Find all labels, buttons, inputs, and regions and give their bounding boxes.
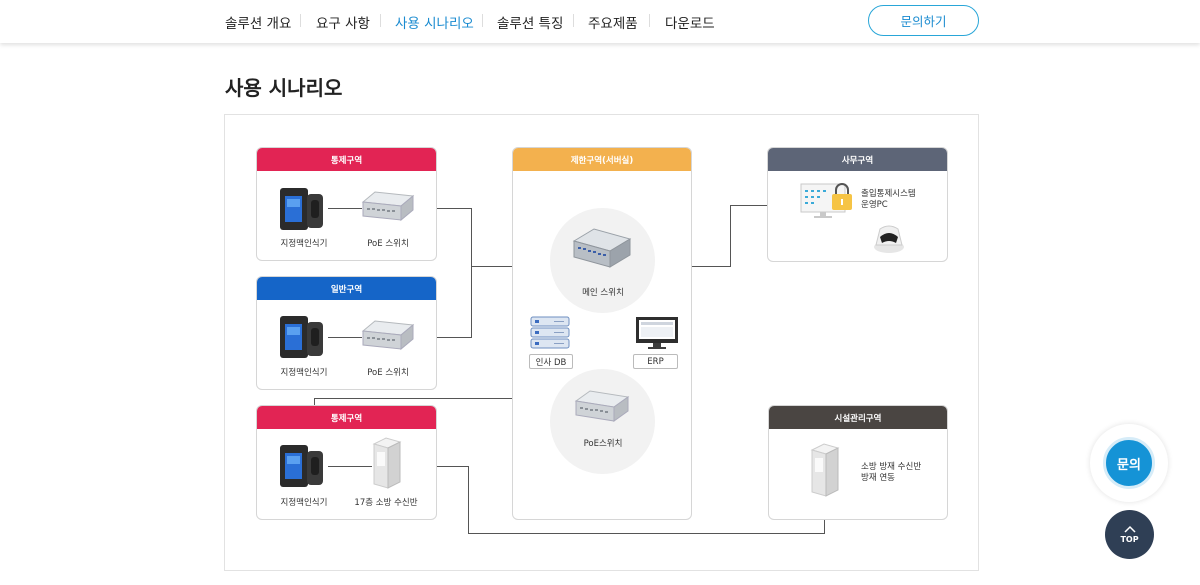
office-pc-label-2: 운영PC bbox=[861, 200, 888, 210]
zone-title: 통제구역 bbox=[257, 406, 436, 429]
nav-item-products[interactable]: 주요제품 bbox=[588, 16, 638, 32]
erp-tag: ERP bbox=[633, 354, 678, 369]
top-navigation: 솔루션 개요 요구 사항 사용 시나리오 솔루션 특징 주요제품 다운로드 문의… bbox=[0, 0, 1200, 43]
zone-general: 일반구역 bbox=[256, 276, 437, 390]
device-label: 메인 스위치 bbox=[582, 288, 624, 298]
connector-line bbox=[328, 466, 372, 467]
facility-label-2: 방재 연동 bbox=[861, 473, 895, 483]
fire-panel-icon bbox=[372, 436, 402, 494]
facility-label-1: 소방 방재 수신반 bbox=[861, 462, 922, 472]
fire-panel-icon bbox=[810, 442, 840, 502]
monitor-icon bbox=[635, 316, 679, 354]
scroll-top-label: TOP bbox=[1120, 535, 1139, 544]
zone-title: 사무구역 bbox=[768, 148, 947, 171]
nav-separator bbox=[573, 14, 574, 27]
device-label: PoE 스위치 bbox=[367, 239, 409, 249]
connector-line bbox=[328, 208, 362, 209]
connector-line bbox=[655, 266, 731, 267]
finger-vein-scanner-icon bbox=[278, 443, 326, 493]
inquiry-button[interactable]: 문의하기 bbox=[868, 5, 979, 36]
nav-separator bbox=[649, 14, 650, 27]
device-label: 17층 소방 수신반 bbox=[354, 498, 418, 508]
chevron-up-icon bbox=[1123, 525, 1136, 533]
device-label: PoE 스위치 bbox=[367, 368, 409, 378]
nav-item-downloads[interactable]: 다운로드 bbox=[665, 16, 715, 32]
finger-vein-scanner-icon bbox=[278, 314, 326, 364]
poe-switch-icon bbox=[361, 190, 415, 228]
nav-separator bbox=[482, 14, 483, 27]
connector-line bbox=[730, 205, 802, 206]
floating-inquiry-button[interactable]: 문의 bbox=[1090, 424, 1168, 502]
nav-item-requirements[interactable]: 요구 사항 bbox=[316, 16, 370, 32]
zone-title: 제한구역(서버실) bbox=[513, 148, 691, 171]
finger-vein-scanner-icon bbox=[278, 186, 326, 236]
connector-line bbox=[412, 337, 472, 338]
office-pc-label-1: 출입통제시스템 bbox=[861, 189, 916, 199]
main-switch-icon bbox=[572, 227, 632, 277]
connector-line bbox=[314, 398, 554, 399]
nav-separator bbox=[300, 14, 301, 27]
device-label: 지정맥인식기 bbox=[280, 368, 328, 378]
locked-pc-icon bbox=[800, 182, 856, 224]
device-label: 지정맥인식기 bbox=[280, 239, 328, 249]
poe-switch-icon bbox=[361, 319, 415, 357]
page-title: 사용 시나리오 bbox=[225, 76, 343, 100]
connector-line bbox=[468, 533, 825, 534]
connector-line bbox=[412, 208, 472, 209]
nav-item-features[interactable]: 솔루션 특징 bbox=[497, 16, 564, 32]
desktop-scanner-icon bbox=[872, 223, 906, 259]
connector-line bbox=[471, 208, 472, 338]
connector-line bbox=[471, 266, 551, 267]
connector-line bbox=[328, 337, 362, 338]
zone-title: 통제구역 bbox=[257, 148, 436, 171]
nav-item-overview[interactable]: 솔루션 개요 bbox=[225, 16, 292, 32]
floating-inquiry-label: 문의 bbox=[1103, 437, 1155, 489]
device-label: PoE스위치 bbox=[583, 439, 623, 449]
connector-line bbox=[468, 466, 469, 534]
database-server-icon bbox=[530, 316, 570, 354]
zone-facility-management: 시설관리구역 bbox=[768, 405, 948, 520]
poe-switch-icon bbox=[574, 389, 630, 429]
poe-switch-circle bbox=[550, 369, 655, 474]
scroll-top-button[interactable]: TOP bbox=[1105, 510, 1154, 559]
zone-title: 일반구역 bbox=[257, 277, 436, 300]
connector-line bbox=[730, 205, 731, 267]
nav-separator bbox=[380, 14, 381, 27]
nav-item-scenarios[interactable]: 사용 시나리오 bbox=[395, 16, 474, 32]
zone-office: 사무구역 bbox=[767, 147, 948, 262]
zone-title: 시설관리구역 bbox=[769, 406, 947, 429]
hr-db-tag: 인사 DB bbox=[529, 354, 573, 369]
device-label: 지정맥인식기 bbox=[280, 498, 328, 508]
